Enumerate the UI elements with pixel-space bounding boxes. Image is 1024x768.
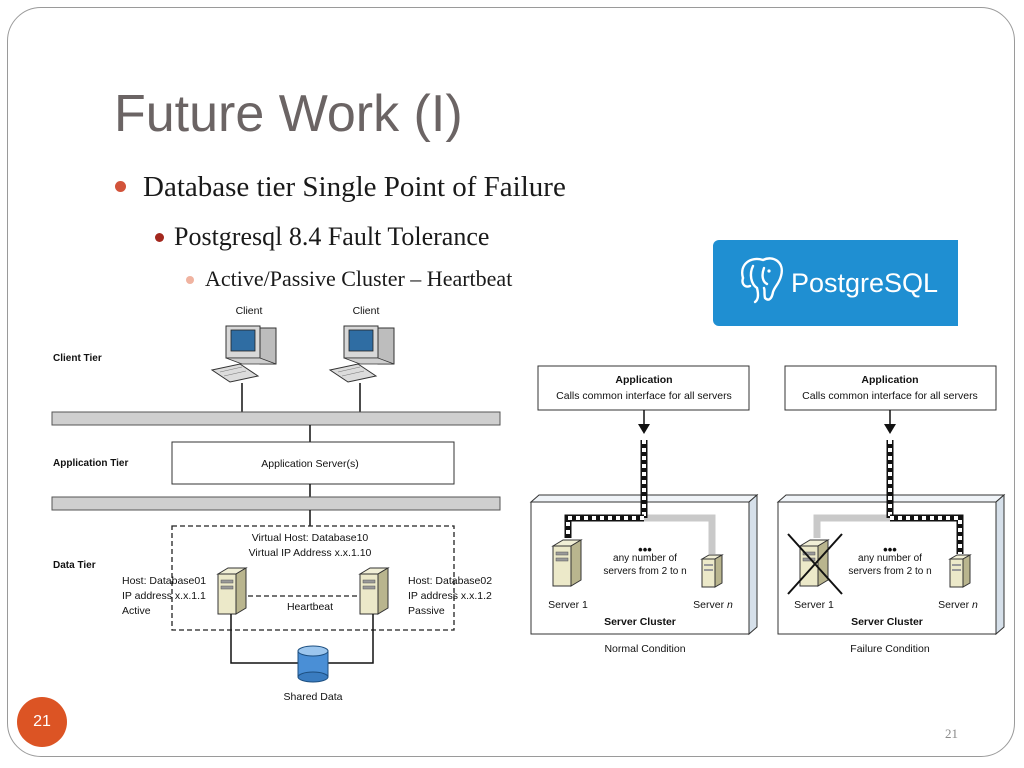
servern-label: Server n xyxy=(693,599,733,611)
servern-label: Server n xyxy=(938,599,978,611)
server1-label: Server 1 xyxy=(548,599,588,611)
bullet-dot-1 xyxy=(115,181,126,192)
page-number: 21 xyxy=(945,726,958,741)
host2-state: Passive xyxy=(408,605,445,617)
failed-cross-icon xyxy=(787,533,843,595)
tier-diagram: Client Client Client Tier Application Ti… xyxy=(51,305,501,703)
application-tier-label: Application Tier xyxy=(53,458,128,469)
normal-condition-caption: Normal Condition xyxy=(604,643,685,655)
host1-state: Active xyxy=(122,605,151,617)
server-icon xyxy=(949,554,971,588)
dots: ••• xyxy=(638,542,652,557)
app-title: Application xyxy=(861,374,918,386)
host2-name: Host: Database02 xyxy=(408,575,492,587)
page-badge: 21 xyxy=(17,697,67,747)
server-icon xyxy=(359,567,389,615)
host1-ip: IP address x.x.1.1 xyxy=(122,590,206,602)
server-icon xyxy=(552,539,582,587)
bullet-level-2: Postgresql 8.4 Fault Tolerance xyxy=(174,222,490,251)
heartbeat-label: Heartbeat xyxy=(287,601,333,613)
elephant-icon xyxy=(741,257,783,304)
shared-data-label: Shared Data xyxy=(284,691,343,703)
host1-name: Host: Database01 xyxy=(122,575,206,587)
server-icon xyxy=(701,554,723,588)
bullet-level-3: Active/Passive Cluster – Heartbeat xyxy=(205,266,513,291)
application-server-label: Application Server(s) xyxy=(261,458,358,470)
slide-title: Future Work (I) xyxy=(114,85,463,143)
logo-text: PostgreSQL xyxy=(791,268,939,298)
postgresql-logo: PostgreSQL xyxy=(713,240,958,326)
app-title: Application xyxy=(615,374,672,386)
database-icon xyxy=(297,645,329,683)
any-number-line1: any number of xyxy=(613,553,677,564)
client-label-1: Client xyxy=(236,305,263,317)
computer-icon xyxy=(211,325,277,383)
cluster-normal: Application Calls common interface for a… xyxy=(529,365,759,655)
server-cluster-label: Server Cluster xyxy=(604,616,676,628)
dots: ••• xyxy=(883,542,897,557)
client-tier-label: Client Tier xyxy=(53,353,102,364)
app-subtitle: Calls common interface for all servers xyxy=(802,390,978,402)
any-number-line2: servers from 2 to n xyxy=(848,566,931,577)
server1-label: Server 1 xyxy=(794,599,834,611)
virtual-host-label: Virtual Host: Database10 xyxy=(252,532,369,544)
failure-condition-caption: Failure Condition xyxy=(850,643,930,655)
data-tier-label: Data Tier xyxy=(53,560,96,571)
virtual-ip-label: Virtual IP Address x.x.1.10 xyxy=(249,547,372,559)
application-server-box xyxy=(171,441,455,485)
any-number-line2: servers from 2 to n xyxy=(603,566,686,577)
bullet-dot-3 xyxy=(186,276,194,284)
computer-icon xyxy=(329,325,395,383)
server-cluster-label: Server Cluster xyxy=(851,616,923,628)
cluster-failure: Application Calls common interface for a… xyxy=(776,365,1006,655)
virtual-host-boundary xyxy=(171,525,455,631)
bullet-level-1: Database tier Single Point of Failure xyxy=(143,171,566,203)
network-bar-bottom xyxy=(51,496,501,511)
server-icon xyxy=(217,567,247,615)
host2-ip: IP address x.x.1.2 xyxy=(408,590,492,602)
network-bar-top xyxy=(51,411,501,426)
client-label-2: Client xyxy=(353,305,380,317)
app-subtitle: Calls common interface for all servers xyxy=(556,390,732,402)
slide-frame xyxy=(7,7,1015,757)
any-number-line1: any number of xyxy=(858,553,922,564)
bullet-dot-2 xyxy=(155,233,164,242)
